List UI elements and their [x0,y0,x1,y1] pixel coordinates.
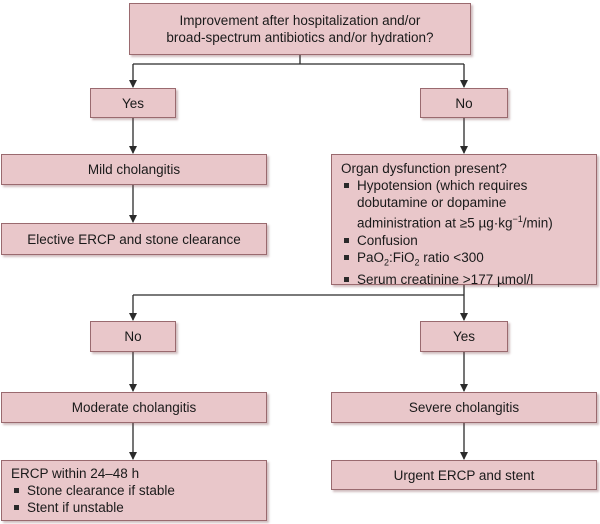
elective-ercp-box: Elective ERCP and stone clearance [1,223,267,255]
yes2-box: Yes [420,321,508,352]
creatinine-item: Serum creatinine >177 µmol/l [341,271,587,288]
moderate-action-box: ERCP within 24–48 h Stone clearance if s… [1,460,267,521]
hypotension-item: Hypotension (which requires dobutamine o… [341,177,587,232]
no2-box: No [90,321,176,352]
no-box: No [420,88,508,118]
severe-cholangitis-box: Severe cholangitis [331,392,597,423]
moderate-cholangitis-label: Moderate cholangitis [71,400,197,415]
elective-ercp-label: Elective ERCP and stone clearance [27,231,241,247]
severe-action-box: Urgent ERCP and stent [331,460,597,490]
question-box: Improvement after hospitalization and/or… [129,3,471,55]
organ-dysfunction-box: Organ dysfunction present? Hypotension (… [331,154,597,288]
confusion-item: Confusion [341,232,587,249]
no-label: No [455,95,473,111]
mild-cholangitis-label: Mild cholangitis [87,162,181,177]
severe-cholangitis-label: Severe cholangitis [408,400,520,415]
moderate-cholangitis-box: Moderate cholangitis [1,392,267,423]
yes-box: Yes [90,88,176,118]
stone-clearance-item: Stone clearance if stable [11,482,257,499]
pao2-ratio-item: PaO2:FiO2 ratio <300 [341,249,587,272]
mild-cholangitis-box: Mild cholangitis [1,154,267,185]
organ-dysfunction-list: Hypotension (which requires dobutamine o… [341,177,587,288]
stent-item: Stent if unstable [11,499,257,516]
moderate-action-list: Stone clearance if stable Stent if unsta… [11,482,257,516]
question-line-1: Improvement after hospitalization and/or [179,13,421,28]
severe-action-label: Urgent ERCP and stent [393,467,535,483]
yes-label: Yes [121,95,145,111]
no2-label: No [124,329,142,344]
question-line-2: broad-spectrum antibiotics and/or hydrat… [166,30,434,45]
moderate-action-title: ERCP within 24–48 h [11,466,140,481]
organ-dysfunction-title: Organ dysfunction present? [341,161,507,176]
yes2-label: Yes [452,329,476,344]
